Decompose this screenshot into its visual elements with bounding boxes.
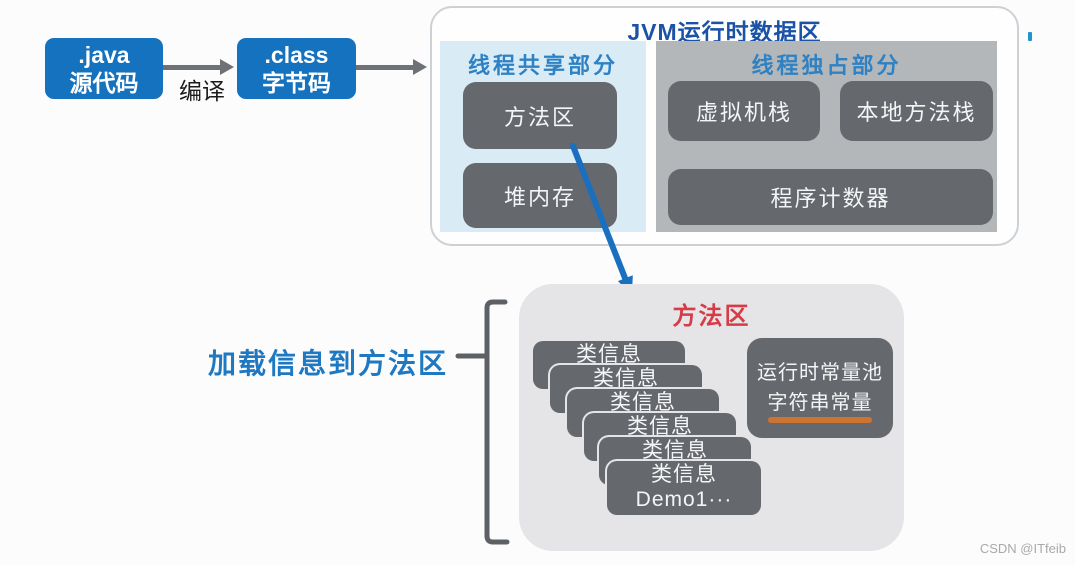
class-file-line2: 字节码	[262, 69, 331, 96]
java-source-box: .java 源代码	[45, 38, 163, 99]
to-jvm-arrow-icon	[356, 59, 427, 75]
compile-arrow-icon	[163, 59, 234, 75]
native-method-stack-box: 本地方法栈	[840, 81, 993, 141]
vm-stack-box: 虚拟机栈	[668, 81, 820, 141]
pc-register-box: 程序计数器	[668, 169, 993, 225]
load-info-label: 加载信息到方法区	[208, 348, 449, 379]
jvm-title: JVM运行时数据区	[627, 19, 822, 45]
method-area-detail-title: 方法区	[672, 303, 751, 330]
class-info-front-box: 类信息 Demo1···	[607, 461, 761, 515]
thread-exclusive-title: 线程独占部分	[751, 53, 902, 78]
class-info-front-line2: Demo1···	[635, 488, 733, 511]
thread-shared-title: 线程共享部分	[467, 53, 618, 78]
constant-pool-line2: 字符串常量	[767, 392, 873, 414]
class-file-box: .class 字节码	[237, 38, 356, 99]
java-source-line1: .java	[78, 41, 130, 68]
jvm-runtime-container: JVM运行时数据区 线程共享部分 方法区 堆内存 线程独占部分 虚拟机栈 本地方…	[430, 6, 1019, 246]
orange-underline	[768, 417, 872, 423]
method-area-arrow-icon	[570, 143, 633, 295]
thread-exclusive-panel: 线程独占部分 虚拟机栈 本地方法栈 程序计数器	[656, 41, 997, 232]
constant-pool-line1: 运行时常量池	[757, 362, 883, 384]
class-file-line1: .class	[264, 41, 329, 68]
blue-tick-mark	[1028, 32, 1032, 41]
watermark: CSDN @ITfeib	[979, 541, 1066, 556]
method-area-box: 方法区	[463, 82, 617, 149]
compile-label: 编译	[179, 78, 225, 104]
brace-icon	[455, 299, 510, 545]
java-source-line2: 源代码	[69, 69, 139, 96]
method-area-detail-container: 方法区 类信息 类信息 类信息 类信息 类信息 类信息 Demo1··· 运行时…	[519, 284, 904, 551]
constant-pool-box: 运行时常量池 字符串常量	[747, 338, 893, 438]
class-info-front-line1: 类信息	[651, 463, 717, 486]
